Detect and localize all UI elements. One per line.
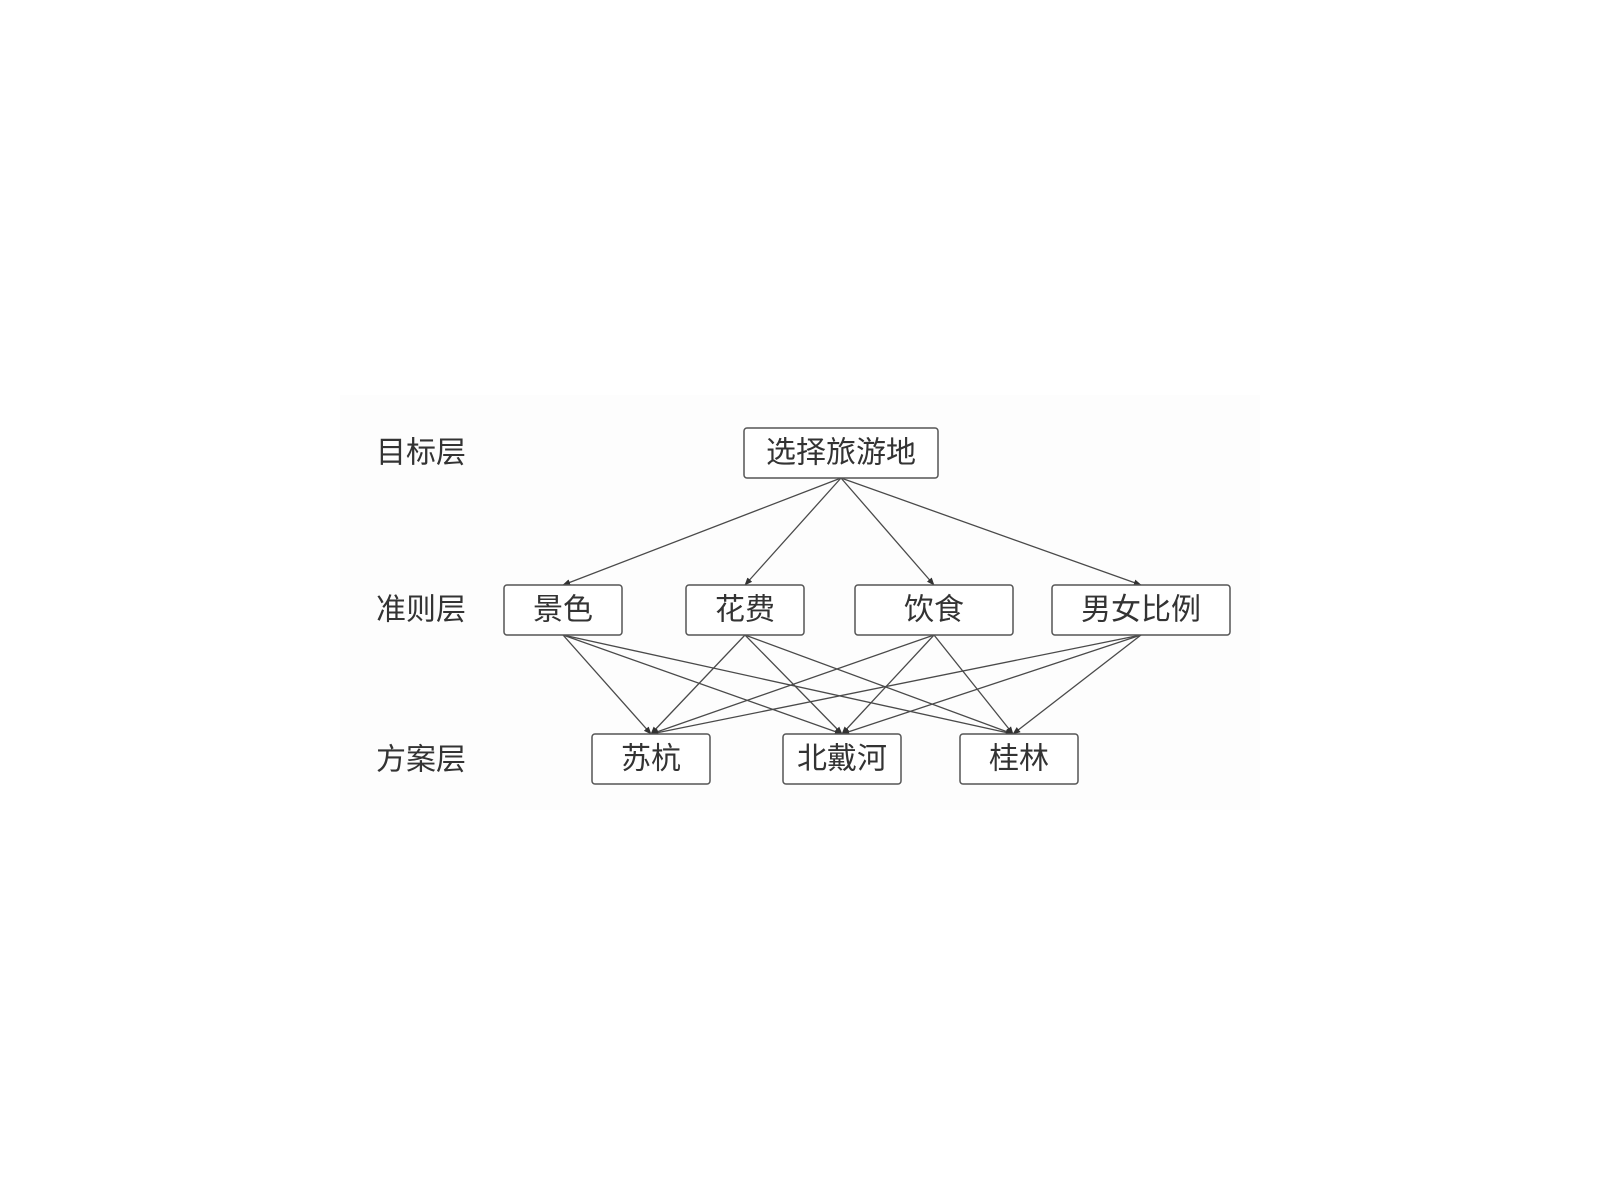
alternative-node-box	[959, 733, 1079, 785]
edge-criteria-3-to-alternative-0	[650, 634, 1142, 736]
edge-criteria-0-to-alternative-2	[562, 634, 1014, 736]
criteria-node-label: 饮食	[904, 593, 964, 628]
edge-criteria-3-to-alternative-2	[1012, 634, 1142, 735]
edge-criteria-0-to-alternative-1	[562, 634, 843, 735]
layer-label-goal: 目标层	[376, 436, 466, 471]
edge-goal-to-criteria-3	[840, 477, 1142, 586]
edge-goal-to-criteria-0	[562, 477, 842, 586]
goal-node-label: 选择旅游地	[766, 436, 916, 471]
edge-criteria-0-to-alternative-0	[562, 634, 652, 735]
criteria-node-label: 花费	[715, 593, 775, 628]
alternative-node-label: 北戴河	[797, 742, 887, 777]
layer-label-criteria: 准则层	[376, 593, 466, 628]
alternative-node-box	[782, 733, 902, 785]
edges-group	[562, 477, 1142, 736]
alternative-node-label: 苏杭	[621, 742, 681, 777]
edge-criteria-1-to-alternative-2	[744, 634, 1014, 735]
criteria-node-scenery: 景色	[503, 584, 623, 636]
alternative-node-guilin: 桂林	[959, 733, 1079, 785]
edge-criteria-3-to-alternative-1	[841, 634, 1142, 735]
criteria-node-gender-ratio: 男女比例	[1051, 584, 1231, 636]
layer-label-alternatives: 方案层	[376, 743, 466, 778]
edge-criteria-2-to-alternative-0	[650, 634, 935, 735]
goal-node: 选择旅游地	[743, 427, 939, 479]
alternative-node-suhang: 苏杭	[591, 733, 711, 785]
edge-criteria-1-to-alternative-0	[650, 634, 746, 735]
criteria-node-box	[503, 584, 623, 636]
goal-node-box	[743, 427, 939, 479]
criteria-node-box	[854, 584, 1014, 636]
criteria-node-food: 饮食	[854, 584, 1014, 636]
criteria-node-cost: 花费	[685, 584, 805, 636]
edge-criteria-2-to-alternative-1	[841, 634, 935, 735]
edge-goal-to-criteria-1	[744, 477, 842, 586]
alternative-node-box	[591, 733, 711, 785]
criteria-node-label: 男女比例	[1081, 593, 1201, 628]
criteria-node-label: 景色	[533, 593, 593, 628]
criteria-node-box	[685, 584, 805, 636]
edge-goal-to-criteria-2	[840, 477, 935, 586]
alternative-node-beidaihe: 北戴河	[782, 733, 902, 785]
alternative-node-label: 桂林	[989, 742, 1049, 777]
edge-criteria-2-to-alternative-2	[933, 634, 1014, 735]
criteria-node-box	[1051, 584, 1231, 636]
